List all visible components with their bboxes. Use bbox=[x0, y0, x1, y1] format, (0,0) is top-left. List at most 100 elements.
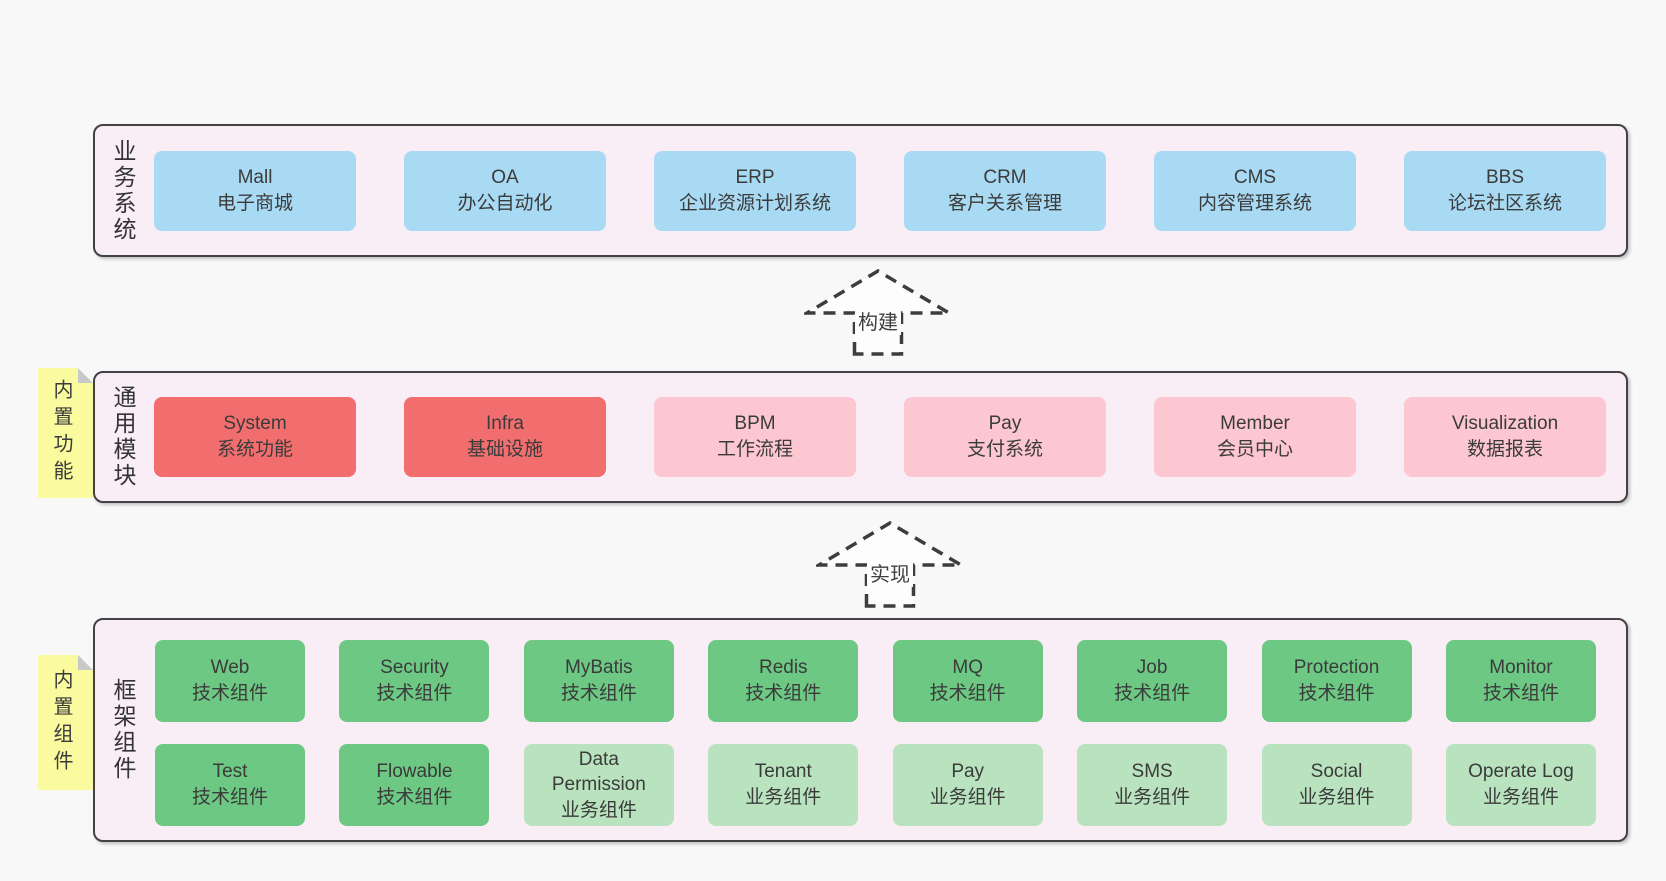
box-subtitle: 技术组件 bbox=[191, 787, 268, 808]
band-label: 通用模块 bbox=[110, 385, 136, 489]
box-tenant: Tenant 业务组件 bbox=[708, 744, 859, 826]
box-title: Monitor bbox=[1489, 657, 1553, 679]
box-title: Visualization bbox=[1451, 413, 1559, 435]
box-cms: CMS 内容管理系统 bbox=[1154, 150, 1356, 231]
box-subtitle: 技术组件 bbox=[1298, 683, 1375, 704]
box-visualization: Visualization 数据报表 bbox=[1404, 397, 1606, 477]
box-title: Infra bbox=[485, 413, 525, 435]
box-subtitle: 业务组件 bbox=[929, 787, 1006, 808]
sticky-note-label: 内置功能 bbox=[50, 379, 72, 487]
box-title: MQ bbox=[952, 657, 983, 679]
box-subtitle: 业务组件 bbox=[745, 787, 822, 808]
box-subtitle: 系统功能 bbox=[216, 439, 293, 460]
box-title: Pay bbox=[951, 761, 985, 783]
sticky-note-label: 内置组件 bbox=[50, 668, 72, 777]
box-subtitle: 工作流程 bbox=[716, 439, 793, 460]
box-subtitle: 办公自动化 bbox=[457, 192, 553, 214]
box-monitor: Monitor 技术组件 bbox=[1445, 640, 1596, 722]
box-mq: MQ 技术组件 bbox=[892, 640, 1043, 722]
sticky-note-builtin-features: 内置功能 bbox=[38, 368, 93, 498]
box-social: Social 业务组件 bbox=[1261, 744, 1412, 826]
box-member: Member 会员中心 bbox=[1154, 397, 1356, 477]
box-title: Job bbox=[1136, 657, 1168, 679]
band-label: 框架组件 bbox=[110, 678, 136, 782]
box-subtitle: 技术组件 bbox=[560, 683, 637, 704]
box-title: Protection bbox=[1293, 657, 1380, 679]
sticky-note-builtin-components: 内置组件 bbox=[38, 655, 93, 790]
box-web: Web 技术组件 bbox=[155, 640, 305, 722]
arrow-label: 实现 bbox=[867, 558, 913, 587]
box-subtitle: 会员中心 bbox=[1216, 439, 1293, 460]
box-title: CMS bbox=[1233, 166, 1277, 188]
box-title: Mall bbox=[237, 166, 273, 188]
box-redis: Redis 技术组件 bbox=[708, 640, 859, 722]
box-pay: Pay 业务组件 bbox=[892, 744, 1043, 826]
box-title: Tenant bbox=[754, 761, 812, 783]
box-pay: Pay 支付系统 bbox=[904, 397, 1106, 477]
arrow-label: 构建 bbox=[855, 306, 901, 335]
arrow-implement: 实现 bbox=[816, 518, 964, 609]
box-erp: ERP 企业资源计划系统 bbox=[654, 150, 856, 231]
box-subtitle: 技术组件 bbox=[1482, 683, 1559, 704]
box-title: Data Permission bbox=[551, 748, 646, 796]
box-bbs: BBS 论坛社区系统 bbox=[1404, 150, 1606, 231]
box-subtitle: 企业资源计划系统 bbox=[678, 192, 831, 214]
box-subtitle: 基础设施 bbox=[466, 439, 543, 460]
box-subtitle: 技术组件 bbox=[745, 683, 822, 704]
box-title: OA bbox=[491, 166, 519, 188]
box-title: Pay bbox=[988, 413, 1022, 435]
box-subtitle: 技术组件 bbox=[376, 683, 453, 704]
box-oa: OA 办公自动化 bbox=[404, 150, 606, 231]
box-test: Test 技术组件 bbox=[155, 744, 305, 826]
arrow-build: 构建 bbox=[804, 266, 952, 357]
box-title: Test bbox=[212, 761, 248, 783]
box-title: Redis bbox=[758, 657, 808, 679]
box-subtitle: 业务组件 bbox=[1298, 787, 1375, 808]
box-title: MyBatis bbox=[565, 657, 633, 679]
box-subtitle: 支付系统 bbox=[966, 439, 1043, 460]
box-subtitle: 客户关系管理 bbox=[947, 192, 1062, 214]
box-job: Job 技术组件 bbox=[1077, 640, 1228, 722]
box-title: ERP bbox=[735, 166, 775, 188]
box-title: Social bbox=[1310, 761, 1363, 783]
box-sms: SMS 业务组件 bbox=[1077, 744, 1228, 826]
box-mybatis: MyBatis 技术组件 bbox=[523, 640, 674, 722]
box-data-permission: Data Permission 业务组件 bbox=[523, 744, 674, 826]
box-title: Operate Log bbox=[1468, 761, 1574, 783]
box-subtitle: 内容管理系统 bbox=[1197, 192, 1312, 214]
box-security: Security 技术组件 bbox=[339, 640, 490, 722]
box-subtitle: 业务组件 bbox=[1482, 787, 1559, 808]
band-common-modules: 通用模块 System 系统功能 Infra 基础设施 BPM 工作流程 Pay 支付系统 Me… bbox=[93, 371, 1628, 503]
box-flowable: Flowable 技术组件 bbox=[339, 744, 490, 826]
box-title: BBS bbox=[1485, 166, 1525, 188]
box-subtitle: 业务组件 bbox=[1114, 787, 1191, 808]
box-subtitle: 论坛社区系统 bbox=[1447, 192, 1562, 214]
box-subtitle: 技术组件 bbox=[191, 683, 268, 704]
box-title: SMS bbox=[1131, 761, 1173, 783]
module-row: System 系统功能 Infra 基础设施 BPM 工作流程 Pay 支付系统 Member 会… bbox=[154, 397, 1606, 477]
box-title: Web bbox=[210, 657, 250, 679]
box-system: System 系统功能 bbox=[154, 397, 356, 477]
box-subtitle: 电子商城 bbox=[216, 192, 293, 214]
box-infra: Infra 基础设施 bbox=[404, 397, 606, 477]
box-title: System bbox=[223, 413, 287, 435]
box-subtitle: 技术组件 bbox=[1114, 683, 1191, 704]
band-label: 业务系统 bbox=[110, 138, 136, 243]
box-title: BPM bbox=[734, 413, 776, 435]
box-subtitle: 技术组件 bbox=[929, 683, 1006, 704]
box-title: Flowable bbox=[376, 761, 453, 783]
box-operate-log: Operate Log 业务组件 bbox=[1445, 744, 1596, 826]
box-subtitle: 数据报表 bbox=[1466, 439, 1543, 460]
box-protection: Protection 技术组件 bbox=[1261, 640, 1412, 722]
box-subtitle: 技术组件 bbox=[376, 787, 453, 808]
box-title: Security bbox=[380, 657, 449, 679]
box-subtitle: 业务组件 bbox=[560, 799, 637, 821]
box-title: Member bbox=[1220, 413, 1290, 435]
